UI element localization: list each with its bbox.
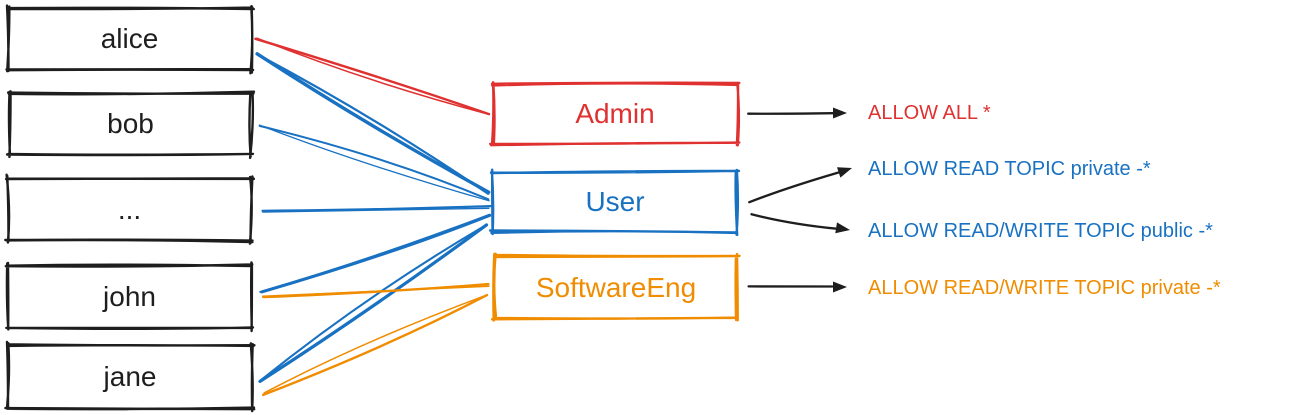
grant-arrow-user-perm-rw-public-head <box>835 222 850 234</box>
node-ellipsis-label: ... <box>117 193 142 225</box>
node-admin-label: Admin <box>575 98 655 129</box>
box-outline-admin <box>489 81 741 147</box>
membership-edge-john-softwareeng-pass2 <box>261 285 490 298</box>
node-user[interactable]: User <box>493 172 737 232</box>
permission-readwrite-topic-public[interactable]: ALLOW READ/WRITE TOPIC public -* <box>868 220 1213 242</box>
node-jane[interactable]: jane <box>8 345 252 408</box>
membership-edge-john-user-pass2 <box>259 213 491 293</box>
permission-allow-all[interactable]: ALLOW ALL * <box>868 102 991 124</box>
grant-arrow-user-perm-read-private-head <box>837 167 852 178</box>
membership-edge-alice-user[interactable] <box>255 52 491 194</box>
box-outline-softwareeng <box>490 252 741 322</box>
node-john-label: john <box>103 280 156 312</box>
box-outline-john <box>4 261 255 333</box>
grant-arrow-admin-perm-allow-all[interactable] <box>747 112 835 115</box>
node-softwareeng[interactable]: SoftwareEng <box>495 256 737 319</box>
membership-edge-alice-admin-pass2 <box>256 37 490 115</box>
node-jane-label: jane <box>103 360 157 392</box>
node-bob-label: bob <box>107 108 154 139</box>
permission-read-topic-private[interactable]: ALLOW READ TOPIC private -* <box>868 158 1151 180</box>
membership-edge-jane-user[interactable] <box>258 223 489 383</box>
grant-arrow-admin-perm-allow-all-head <box>833 107 847 119</box>
grant-arrow-user-perm-rw-public[interactable] <box>750 213 838 230</box>
box-outline-jane <box>4 340 256 413</box>
node-admin[interactable]: Admin <box>493 84 737 144</box>
membership-edge-bob-user-pass2 <box>258 124 490 202</box>
membership-edge-ellipsis-user[interactable] <box>261 205 492 212</box>
membership-edge-alice-user-pass2 <box>255 52 490 195</box>
membership-edge-bob-user[interactable] <box>258 124 490 201</box>
grant-arrow-user-perm-read-private[interactable] <box>748 171 840 204</box>
membership-edge-ellipsis-user-pass2 <box>261 207 490 213</box>
node-ellipsis[interactable]: ... <box>8 178 251 241</box>
box-outline-bob <box>5 90 256 160</box>
membership-edge-jane-user-pass2 <box>259 224 487 382</box>
node-alice-label: alice <box>100 23 159 54</box>
node-user-label: User <box>585 186 645 217</box>
membership-edge-jane-softwareeng-pass2 <box>263 294 488 394</box>
node-softwareeng-label: SoftwareEng <box>535 271 697 303</box>
node-alice[interactable]: alice <box>8 8 251 70</box>
node-john[interactable]: john <box>8 265 251 328</box>
box-outline-ellipsis <box>4 173 256 245</box>
box-outline-alice <box>5 4 255 75</box>
grant-arrow-softwareeng-perm-rw-private-head <box>833 281 847 293</box>
membership-edge-alice-admin[interactable] <box>254 37 491 116</box>
membership-edge-jane-softwareeng[interactable] <box>262 293 489 397</box>
box-outline-user <box>488 168 741 237</box>
node-bob[interactable]: bob <box>10 93 251 155</box>
permission-readwrite-topic-private[interactable]: ALLOW READ/WRITE TOPIC private -* <box>868 277 1221 299</box>
